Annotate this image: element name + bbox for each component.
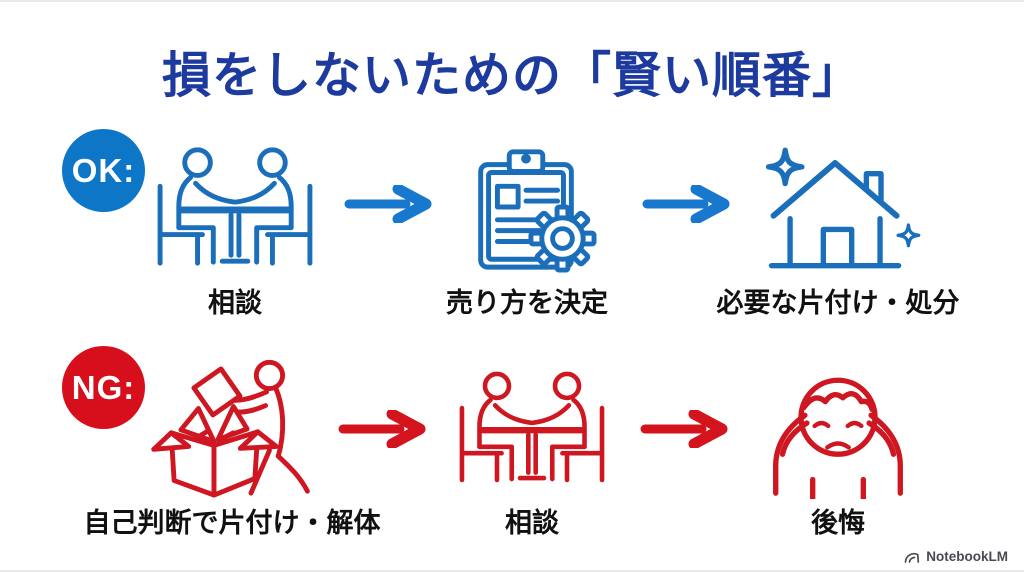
- step-label: 相談: [208, 288, 262, 318]
- ok-step-3: 必要な片付け・処分: [688, 133, 988, 320]
- sparkling-house-icon: [688, 133, 988, 279]
- ng-badge: NG:: [62, 346, 145, 429]
- consultation-icon: [382, 353, 682, 499]
- step-label: 自己判断で片付け・解体: [83, 508, 381, 538]
- step-label: 必要な片付け・処分: [716, 288, 960, 318]
- ok-badge: OK:: [62, 129, 145, 212]
- notebooklm-watermark: NotebookLM: [903, 549, 1008, 564]
- notebooklm-logo-icon: [903, 550, 921, 564]
- ng-step-3: 後悔: [688, 353, 988, 540]
- clipboard-gear-icon: [377, 133, 677, 279]
- packing-box-icon: [82, 353, 382, 499]
- ok-step-2: 売り方を決定: [377, 133, 677, 320]
- step-label: 相談: [505, 508, 559, 538]
- step-label: 後悔: [811, 508, 865, 538]
- consultation-icon: [85, 133, 385, 279]
- step-label: 売り方を決定: [446, 288, 608, 318]
- ng-step-2: 相談: [382, 353, 682, 540]
- ok-step-1: 相談: [85, 133, 385, 320]
- page-title: 損をしないための「賢い順番」: [161, 49, 862, 103]
- watermark-label: NotebookLM: [926, 549, 1008, 564]
- head-in-hands-icon: [688, 353, 988, 499]
- ng-step-1: 自己判断で片付け・解体: [82, 353, 382, 540]
